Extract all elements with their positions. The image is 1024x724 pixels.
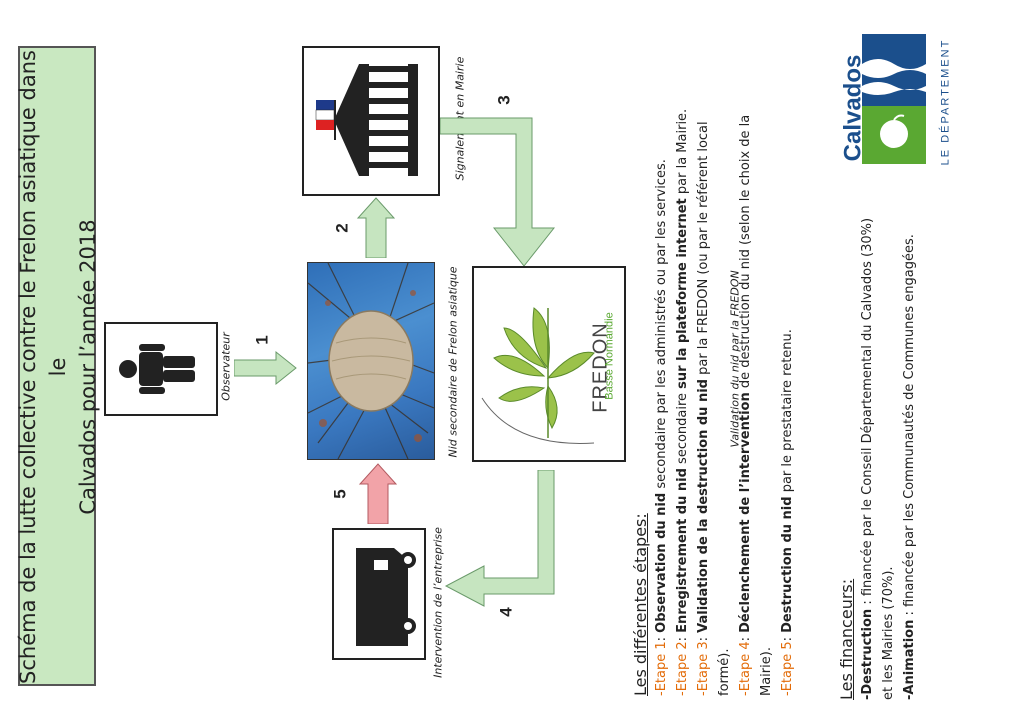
step-5: -Etape 5: Destruction du nid par le pres… [780,329,795,696]
step-4-rest: de destruction du nid (selon le choix de… [738,114,753,393]
observateur-box [104,322,218,416]
steps-heading: Les différentes étapes: [631,513,650,696]
logo-name: Calvados [839,54,867,162]
step-3: -Etape 3: Validation de la destruction d… [696,121,711,696]
step-2-bold: Enregistrement du nid [675,468,690,633]
step-4-bold: Déclenchement de l’intervention [738,392,753,633]
financeur-destruction-rest: : financée par le Conseil Départemental … [860,217,875,609]
financeur-destruction: -Destruction : financée par le Conseil D… [857,200,878,700]
step-1: -Etape 1: Observation du nid secondaire … [654,159,669,696]
step-2-rest: par la Mairie. [675,108,690,199]
logo-sub: LE DÉPARTEMENT [939,38,952,166]
arrow-4-number: 4 [496,607,516,617]
arrow-5 [358,463,398,524]
step-4-prefix: -Etape 4 [738,641,753,696]
step-1-prefix: -Etape 1 [654,641,669,696]
person-icon [119,344,195,394]
nest-image [308,263,434,459]
fredon-logo [481,307,595,444]
step-2-bold2: sur la plateforme internet [675,198,690,389]
title-line-2: Calvados pour l’année 2018 [76,219,100,515]
logo-emblem [862,34,926,164]
arrow-1 [234,350,297,386]
fredon-logo-sub: Basse Normandie [603,312,616,400]
step-3-rest: par la FREDON (ou par le référent local [696,121,711,380]
arrow-2-number: 2 [332,223,352,233]
page-title: Schéma de la lutte collective contre le … [16,49,100,685]
financeurs-heading: Les financeurs: [837,578,856,700]
step-5-prefix: -Etape 5 [780,641,795,696]
step-3-bold: Validation de la destruction du nid [696,379,711,633]
arrow-2 [356,197,396,258]
entreprise-label: Intervention de l’entreprise [431,527,445,678]
financeur-destruction-bold: -Destruction [860,608,875,700]
arrow-5-number: 5 [330,489,350,499]
step-1-bold: Observation du nid [654,492,669,633]
financeur-animation: -Animation : financée par les Communauté… [899,200,920,700]
step-4: -Etape 4: Déclenchement de l’interventio… [738,114,753,696]
financeur-animation-rest: : financée par les Communautés de Commun… [902,234,917,620]
step-2-mid: secondaire [675,388,690,469]
arrow-4 [444,470,555,607]
step-3-prefix: -Etape 3 [696,641,711,696]
arrow-1-number: 1 [252,335,272,345]
financeurs-block: Les financeurs: -Destruction : financée … [836,200,946,700]
arrow-3 [440,117,556,267]
steps-block: Les différentes étapes: -Etape 1: Observ… [630,36,830,696]
calvados-emblem-icon [862,34,926,164]
truck-icon [356,548,416,646]
financeur-destruction-cont: et les Mairies (70%). [881,566,896,700]
town-hall-icon [315,64,418,176]
nest-photo [307,262,435,460]
step-2-prefix: -Etape 2 [675,641,690,696]
step-5-rest: par le prestataire retenu. [780,329,795,497]
mairie-box [302,46,440,196]
fredon-box [472,266,626,462]
step-1-rest: secondaire par les administrés ou par le… [654,159,669,493]
step-4-cont: Mairie). [759,647,774,696]
financeur-animation-bold: -Animation [902,619,917,700]
observateur-label: Observateur [219,332,233,401]
calvados-logo: Calvados LE DÉPARTEMENT [836,34,951,174]
title-line-1: Schéma de la lutte collective contre le … [16,50,70,684]
step-2: -Etape 2: Enregistrement du nid secondai… [675,108,690,696]
title-box: Schéma de la lutte collective contre le … [16,46,100,686]
entreprise-box [332,528,426,660]
nid-label: Nid secondaire de Frelon asiatique [446,266,460,458]
step-5-bold: Destruction du nid [780,496,795,633]
arrow-3-number: 3 [494,95,514,105]
step-3-cont: formé). [717,648,732,696]
